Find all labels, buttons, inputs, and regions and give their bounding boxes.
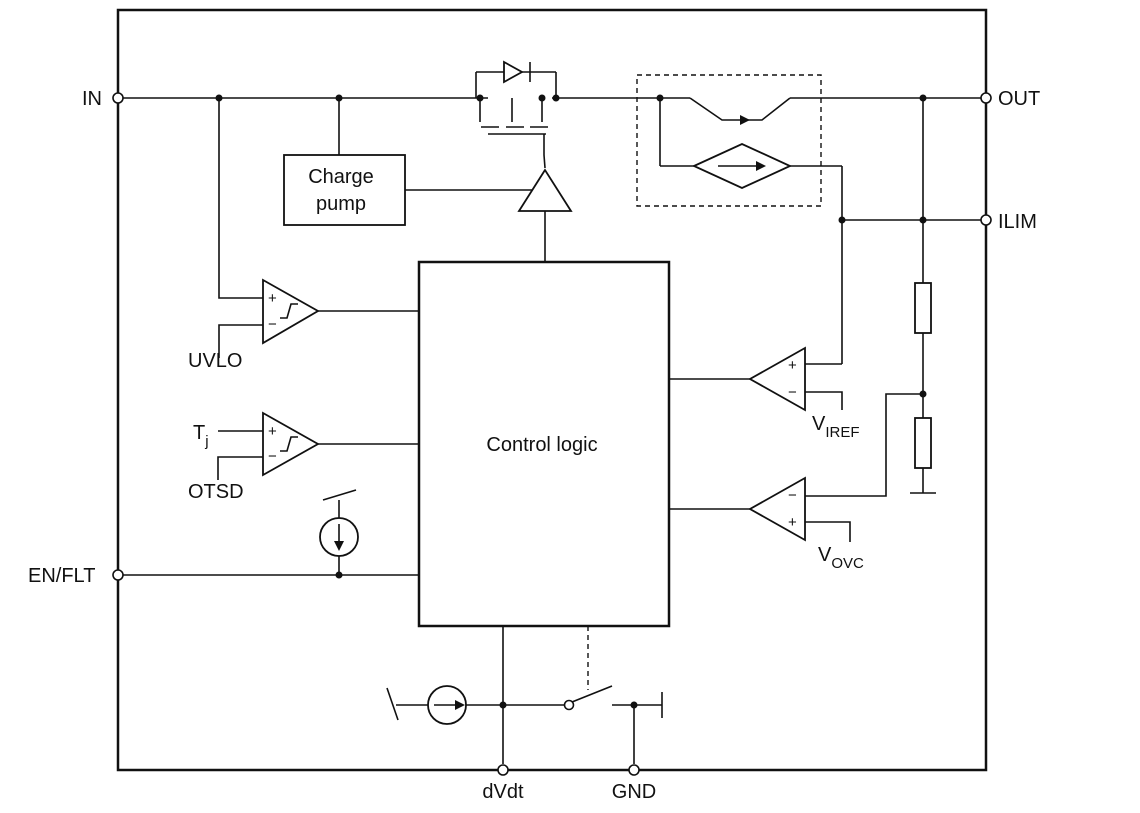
ovc-divider (805, 98, 936, 497)
pin-in-label: IN (82, 88, 102, 110)
pin-out-terminal (980, 92, 992, 104)
uvlo-comparator: + − UVLO (188, 98, 419, 372)
otsd-label: OTSD (188, 481, 244, 503)
current-sense (636, 74, 981, 364)
otsd-comparator: + − Tj OTSD (188, 411, 419, 503)
pin-en-flt-label: EN/FLT (28, 565, 95, 587)
viref-label: VIREF (812, 413, 860, 441)
gate-driver (405, 168, 573, 262)
pin-dvdt-label: dVdt (482, 781, 524, 803)
control-logic-label: Control logic (486, 434, 597, 456)
pin-ilim-terminal (980, 214, 992, 226)
svg-text:+: + (268, 290, 277, 307)
pin-dvdt-terminal (497, 764, 509, 776)
dvdt-circuit (386, 626, 663, 764)
svg-text:+: + (788, 514, 797, 531)
pass-fet (475, 60, 557, 169)
svg-text:−: − (268, 316, 277, 333)
svg-text:+: + (268, 423, 277, 440)
en-current-source (123, 489, 419, 576)
tj-label: Tj (193, 422, 209, 450)
charge-pump: Charge pump (283, 98, 406, 226)
uvlo-label: UVLO (188, 350, 242, 372)
charge-pump-label-1: Charge (308, 166, 374, 188)
svg-text:−: − (788, 384, 797, 401)
pin-in-terminal (112, 92, 124, 104)
ilim-comparator: + − VIREF (669, 346, 860, 441)
vovc-label: VOVC (818, 544, 864, 572)
pin-ilim-label: ILIM (998, 211, 1037, 233)
pin-out-label: OUT (998, 88, 1040, 110)
svg-text:−: − (268, 448, 277, 465)
svg-text:−: − (788, 487, 797, 504)
control-logic: Control logic (417, 260, 671, 628)
pin-gnd-label: GND (612, 781, 656, 803)
charge-pump-label-2: pump (316, 193, 366, 215)
pin-gnd-terminal (628, 764, 640, 776)
pin-en-flt-terminal (112, 569, 124, 581)
ovc-comparator: − + VOVC (669, 476, 864, 572)
svg-text:+: + (788, 357, 797, 374)
